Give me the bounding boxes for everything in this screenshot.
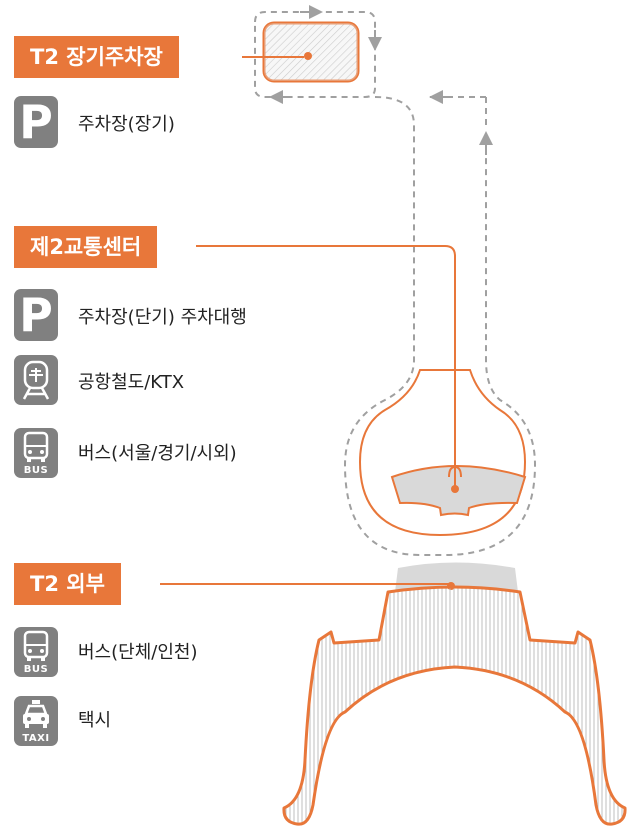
train-icon [14, 355, 58, 405]
bus-icon: BUS [14, 428, 58, 478]
taxi-icon-caption: TAXI [22, 733, 50, 744]
taxi-icon: TAXI [14, 696, 58, 746]
long-term-parking-lot [262, 21, 360, 83]
bus-icon-caption: BUS [23, 664, 49, 675]
parking-icon: P [14, 96, 58, 148]
item-label-short-term-parking: 주차장(단기) 주차대행 [78, 307, 247, 328]
item-label-airport-railroad: 공항철도/KTX [78, 372, 185, 393]
transport-center-route [343, 96, 537, 556]
item-label-bus-group: 버스(단체/인천) [78, 642, 198, 663]
parking-icon: P [14, 289, 58, 341]
section-title-transport-center: 제2교통센터 [14, 226, 158, 268]
item-label-taxi: 택시 [78, 710, 112, 731]
bus-icon: BUS [14, 627, 58, 677]
parking-access-route [254, 11, 376, 98]
terminal-building [282, 585, 627, 826]
section-title-long-term-parking: T2 장기주차장 [14, 36, 179, 78]
leader-line-transport [196, 245, 456, 489]
transport-center-outline [358, 369, 527, 537]
bus-icon-caption: BUS [23, 465, 49, 476]
item-label-bus-seoul: 버스(서울/경기/시외) [78, 443, 237, 464]
section-title-exterior: T2 외부 [14, 563, 121, 605]
item-label-long-term-parking: 주차장(장기) [78, 114, 175, 135]
